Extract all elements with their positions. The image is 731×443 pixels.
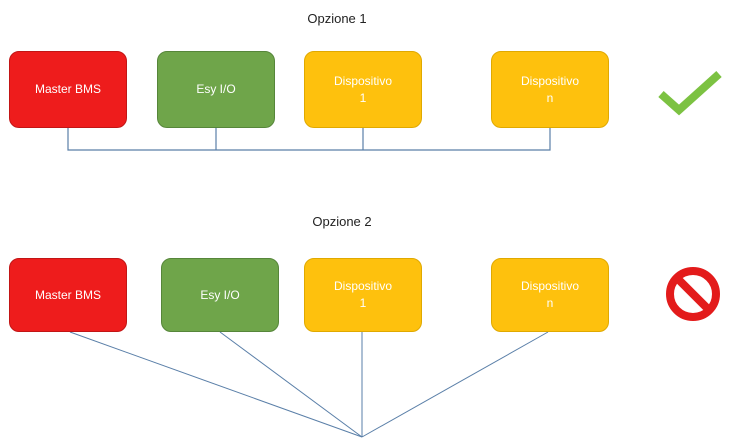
option2-title: Opzione 2 — [312, 214, 372, 229]
prohibited-icon — [666, 267, 720, 321]
option1-esy-io-node: Esy I/O — [157, 51, 275, 128]
option2-master-label: Master BMS — [34, 287, 101, 302]
option2-master-wire — [69, 331, 363, 438]
option1-dev1-label-line1: Dispositivo — [333, 73, 393, 88]
option1-esy-label: Esy I/O — [196, 82, 236, 96]
option1-dev1-label-line2: 1 — [359, 90, 367, 105]
option1-bus-line — [67, 128, 551, 151]
option2-device-1-node: Dispositivo 1 — [304, 258, 422, 332]
option2-master-bms-node: Master BMS — [9, 258, 127, 332]
option2-dev1-label-line2: 1 — [359, 296, 367, 310]
option1-device-1-node: Dispositivo 1 — [304, 51, 422, 128]
option2-devn-label-line1: Dispositivo — [520, 279, 580, 293]
option2-dev1-label-line1: Dispositivo — [333, 279, 393, 293]
option2-device-n-node: Dispositivo n — [491, 258, 609, 332]
option1-devn-label-line1: Dispositivo — [520, 73, 580, 88]
option2-esy-label: Esy I/O — [200, 287, 240, 302]
option1-master-label: Master BMS — [34, 82, 101, 96]
option1-title: Opzione 1 — [307, 11, 367, 26]
option1-device-n-node: Dispositivo n — [491, 51, 609, 128]
option2-devn-label-line2: n — [546, 296, 554, 310]
checkmark-icon — [658, 71, 722, 116]
option2-esy-wire — [219, 331, 363, 438]
option1-devn-label-line2: n — [546, 90, 554, 105]
option1-master-bms-node: Master BMS — [9, 51, 127, 128]
option2-esy-io-node: Esy I/O — [161, 258, 279, 332]
option2-devn-wire — [361, 331, 549, 438]
